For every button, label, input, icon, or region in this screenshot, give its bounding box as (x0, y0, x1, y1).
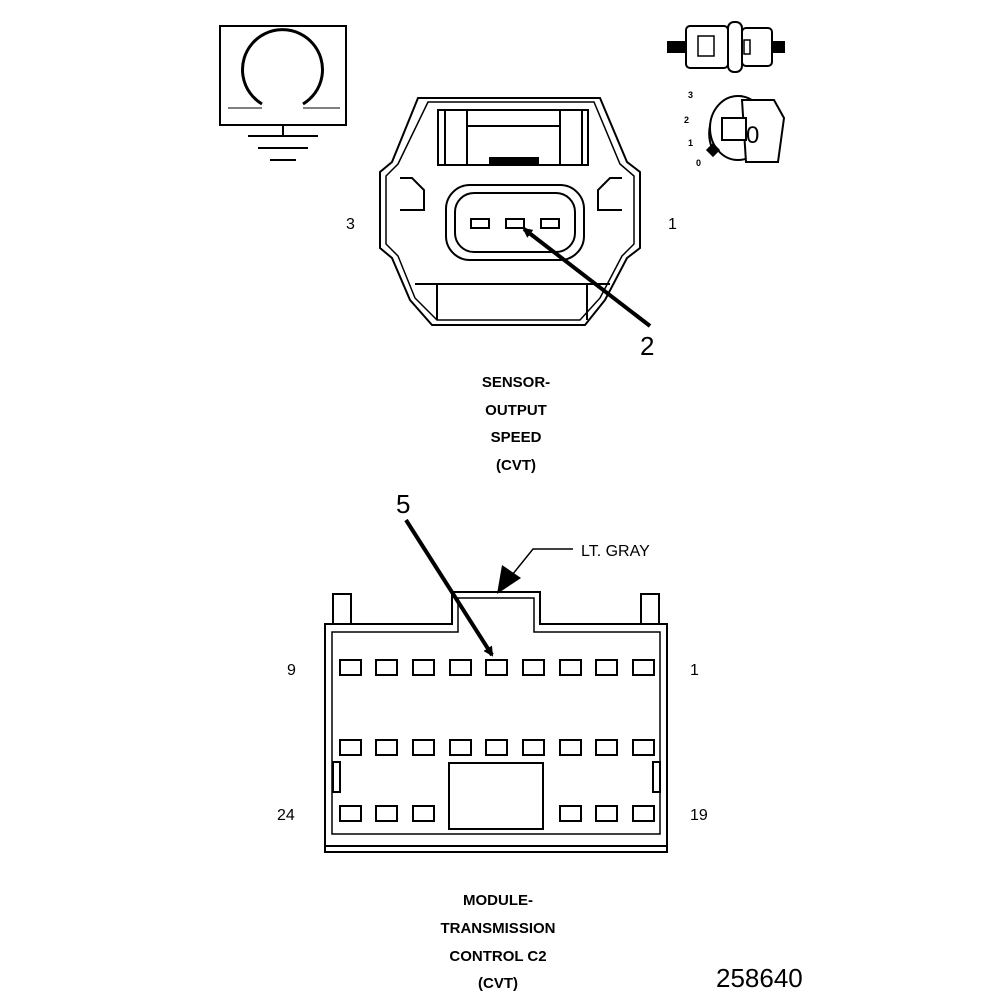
module-pin-cavity (412, 659, 435, 676)
ground-wiring-icon (219, 25, 347, 161)
module-caption-line-3: CONTROL C2 (449, 948, 546, 965)
sensor-caption-line-4: (CVT) (496, 457, 536, 474)
key-position-3: 3 (688, 90, 693, 100)
sensor-callout-number: 2 (640, 331, 654, 361)
module-pin-cavities (339, 659, 655, 822)
module-pin-cavity (449, 659, 472, 676)
color-label: LT. GRAY (581, 543, 650, 560)
module-pin-cavity (632, 805, 655, 822)
module-pin-cavity (339, 805, 362, 822)
module-pin-cavity (559, 739, 582, 756)
color-leader-arrowhead (497, 565, 521, 594)
module-pin-cavity (339, 739, 362, 756)
module-pin-cavity (449, 739, 472, 756)
module-pin-cavity (595, 659, 618, 676)
module-pin-cavity (632, 739, 655, 756)
sensor-pin-label-left: 3 (346, 216, 355, 233)
key-position-2: 2 (684, 115, 689, 125)
module-pin-label-top-left: 9 (287, 662, 296, 679)
module-pin-cavity (375, 739, 398, 756)
sensor-pin-label-right: 1 (668, 216, 677, 233)
sensor-connector (379, 97, 641, 326)
module-pin-cavity (485, 739, 508, 756)
module-pin-cavity (375, 805, 398, 822)
connector-pair-icon (667, 21, 785, 73)
module-pin-cavity (412, 805, 435, 822)
connector-key-icon: 3 2 1 0 0 (684, 90, 786, 168)
sensor-callout-arrow (522, 227, 652, 328)
key-position-1: 1 (688, 138, 693, 148)
module-caption-line-2: TRANSMISSION (440, 920, 555, 937)
module-pin-cavity (485, 659, 508, 676)
sensor-caption-line-2: OUTPUT (485, 402, 547, 419)
module-pin-cavity (595, 805, 618, 822)
module-pin-cavity (522, 659, 545, 676)
key-letter: 0 (746, 122, 759, 149)
sensor-caption-line-3: SPEED (491, 429, 542, 446)
module-pin-cavity (339, 659, 362, 676)
module-pin-label-bottom-left: 24 (277, 807, 295, 824)
module-callout-number: 5 (396, 489, 410, 519)
sensor-caption-line-1: SENSOR- (482, 374, 550, 391)
module-connector (324, 591, 668, 853)
module-pin-cavity (559, 805, 582, 822)
module-pin-cavity (375, 659, 398, 676)
module-pin-cavity (522, 739, 545, 756)
key-position-0: 0 (696, 158, 701, 168)
module-pin-label-top-right: 1 (690, 662, 699, 679)
module-callout-arrow (404, 518, 494, 657)
module-caption-line-1: MODULE- (463, 892, 533, 909)
module-caption-line-4: (CVT) (478, 975, 518, 992)
figure-number: 258640 (716, 963, 803, 993)
module-pin-cavity (632, 659, 655, 676)
module-pin-cavity (412, 739, 435, 756)
module-pin-cavity (559, 659, 582, 676)
module-pin-cavity (595, 739, 618, 756)
module-pin-label-bottom-right: 19 (690, 807, 708, 824)
